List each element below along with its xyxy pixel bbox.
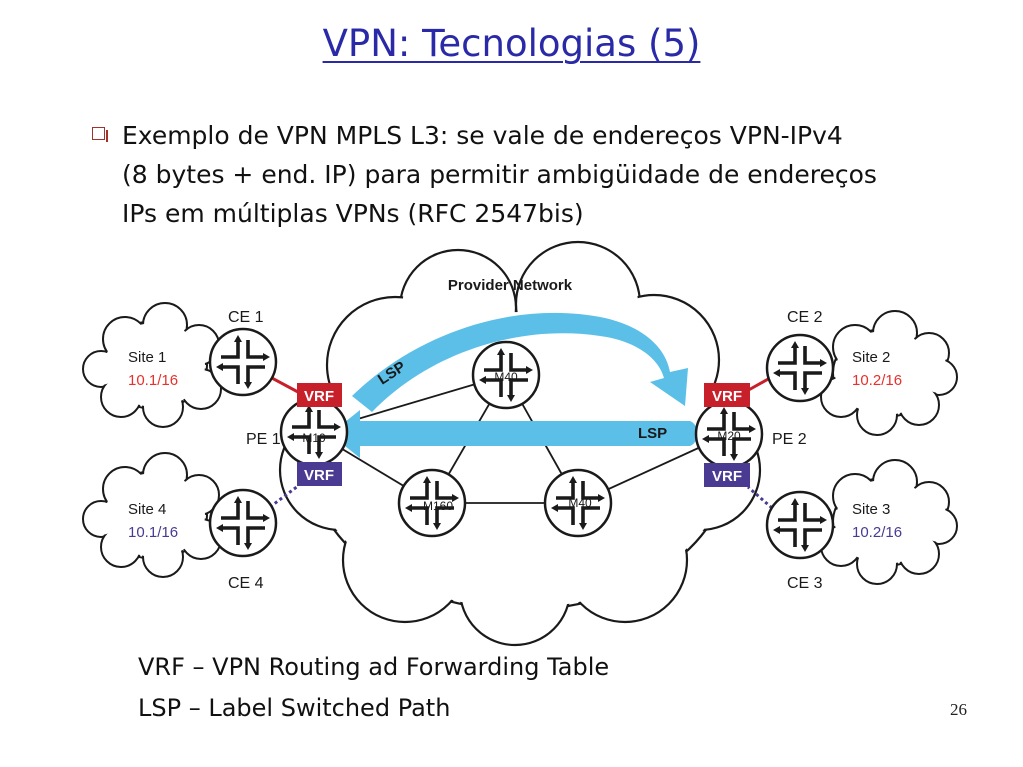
site-2-prefix: 10.2/16 [852, 372, 902, 389]
site-4-name: Site 4 [128, 501, 166, 518]
lsp-arrow-top [352, 312, 688, 412]
ce1-pe1-link [269, 375, 299, 394]
vrf-pe2-red: VRF [704, 383, 750, 407]
site-1-cloud [82, 302, 222, 428]
vrf-pe2-purple: VRF [704, 463, 750, 487]
m40-top-model-label: M40 [494, 370, 518, 384]
site-1-name: Site 1 [128, 349, 166, 366]
ce1-label: CE 1 [228, 309, 264, 326]
m160-model-label: M160 [423, 499, 453, 513]
vrf-pe1-purple: VRF [297, 462, 342, 486]
bullet-box-icon [92, 127, 108, 142]
site-3-name: Site 3 [852, 501, 890, 518]
provider-network-label: Provider Network [448, 277, 573, 294]
m40-bottom-model-label: M40 [568, 496, 592, 510]
lsp-label-bottom: LSP [638, 425, 667, 442]
vrf-label: VRF [304, 388, 334, 405]
vrf-label: VRF [712, 388, 742, 405]
pe1-label: PE 1 [246, 431, 281, 448]
site-2-name: Site 2 [852, 349, 890, 366]
vrf-pe1-red: VRF [297, 383, 342, 407]
vrf-label: VRF [712, 468, 742, 485]
page-number: 26 [950, 700, 967, 719]
slide-title: VPN: Tecnologias (5) [322, 22, 701, 65]
ce3-pe2-link [747, 485, 773, 510]
legend-lsp: LSP – Label Switched Path [138, 694, 451, 722]
site-3-cloud [820, 459, 958, 585]
bullet-line-2: (8 bytes + end. IP) para permitir ambigü… [122, 160, 877, 189]
site-3-prefix: 10.2/16 [852, 524, 902, 541]
site-4-prefix: 10.1/16 [128, 524, 178, 541]
ce3-label: CE 3 [787, 575, 823, 592]
pe2-label: PE 2 [772, 431, 807, 448]
site-1-prefix: 10.1/16 [128, 372, 178, 389]
site-2-cloud [820, 310, 958, 436]
ce4-label: CE 4 [228, 575, 264, 592]
bullet-line-1: Exemplo de VPN MPLS L3: se vale de ender… [122, 121, 843, 150]
ce2-label: CE 2 [787, 309, 823, 326]
vrf-label: VRF [304, 467, 334, 484]
ce1-router-icon [208, 327, 278, 397]
pe2-model-label: M20 [717, 429, 741, 443]
legend-vrf: VRF – VPN Routing ad Forwarding Table [138, 653, 610, 681]
ce2-router-icon [765, 333, 835, 403]
bullet-text: Exemplo de VPN MPLS L3: se vale de ender… [122, 116, 992, 233]
bullet-line-3: IPs em múltiplas VPNs (RFC 2547bis) [122, 199, 584, 228]
pe1-model-label: M10 [302, 431, 326, 445]
ce4-router-icon [208, 488, 278, 558]
lsp-arrow-bottom [330, 410, 698, 458]
ce3-router-icon [765, 490, 835, 560]
